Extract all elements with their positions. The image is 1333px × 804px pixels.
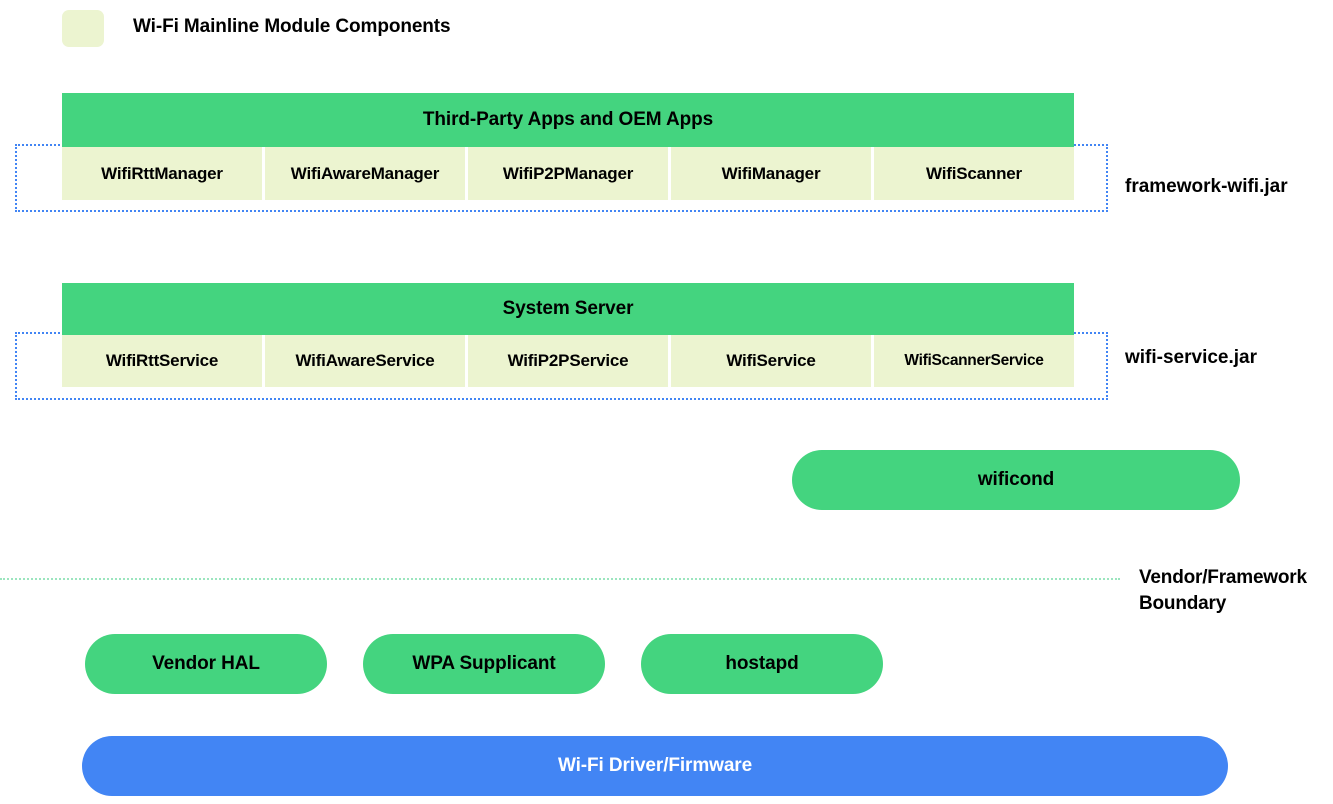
component-wifip2pmanager[interactable]: WifiP2PManager: [468, 147, 668, 200]
wificond-pill[interactable]: wificond: [792, 450, 1240, 510]
component-wifiawaremanager[interactable]: WifiAwareManager: [265, 147, 465, 200]
third-party-apps-label: Third-Party Apps and OEM Apps: [422, 109, 714, 130]
component-label: WifiP2PManager: [502, 163, 634, 183]
system-server-bar: System Server: [62, 283, 1074, 335]
component-label: WifiRttManager: [101, 163, 223, 183]
component-wifip2pservice[interactable]: WifiP2PService: [468, 335, 668, 387]
component-label: WifiScanner: [926, 163, 1022, 183]
wifi-service-component-row: WifiRttService WifiAwareService WifiP2PS…: [62, 335, 1074, 387]
legend-swatch-mainline: [62, 10, 104, 47]
wpa-supplicant-label: WPA Supplicant: [412, 653, 556, 674]
vendor-framework-boundary-label: Vendor/Framework Boundary: [1139, 565, 1329, 617]
wifi-service-jar-label: wifi-service.jar: [1125, 347, 1258, 368]
boundary-label-line2: Boundary: [1139, 593, 1227, 614]
framework-wifi-component-row: WifiRttManager WifiAwareManager WifiP2PM…: [62, 147, 1074, 200]
component-label: WifiService: [726, 351, 816, 370]
wpa-supplicant-pill[interactable]: WPA Supplicant: [363, 634, 605, 694]
component-wifirttservice[interactable]: WifiRttService: [62, 335, 262, 387]
wifi-driver-firmware-label: Wi-Fi Driver/Firmware: [557, 755, 753, 776]
wifi-driver-firmware-pill[interactable]: Wi-Fi Driver/Firmware: [82, 736, 1228, 796]
vendor-hal-pill[interactable]: Vendor HAL: [85, 634, 327, 694]
component-wifiscanner[interactable]: WifiScanner: [874, 147, 1074, 200]
component-wifimanager[interactable]: WifiManager: [671, 147, 871, 200]
legend-label: Wi-Fi Mainline Module Components: [133, 16, 451, 37]
component-label: WifiAwareManager: [290, 163, 440, 183]
component-wifiservice[interactable]: WifiService: [671, 335, 871, 387]
vendor-hal-label: Vendor HAL: [152, 653, 260, 674]
component-wifiawareservice[interactable]: WifiAwareService: [265, 335, 465, 387]
wificond-label: wificond: [977, 469, 1055, 490]
system-server-label: System Server: [502, 298, 634, 319]
component-label: WifiManager: [721, 163, 821, 183]
third-party-apps-bar: Third-Party Apps and OEM Apps: [62, 93, 1074, 147]
component-wifiscannerservice[interactable]: WifiScannerService: [874, 335, 1074, 387]
hostapd-label: hostapd: [725, 653, 799, 674]
component-wifirttmanager[interactable]: WifiRttManager: [62, 147, 262, 200]
framework-wifi-jar-label: framework-wifi.jar: [1125, 176, 1288, 197]
hostapd-pill[interactable]: hostapd: [641, 634, 883, 694]
component-label: WifiAwareService: [295, 351, 435, 370]
component-label: WifiScannerService: [904, 352, 1044, 369]
component-label: WifiP2PService: [507, 351, 629, 370]
vendor-framework-boundary-line: [0, 578, 1120, 580]
boundary-label-line1: Vendor/Framework: [1139, 567, 1307, 588]
component-label: WifiRttService: [105, 351, 219, 370]
